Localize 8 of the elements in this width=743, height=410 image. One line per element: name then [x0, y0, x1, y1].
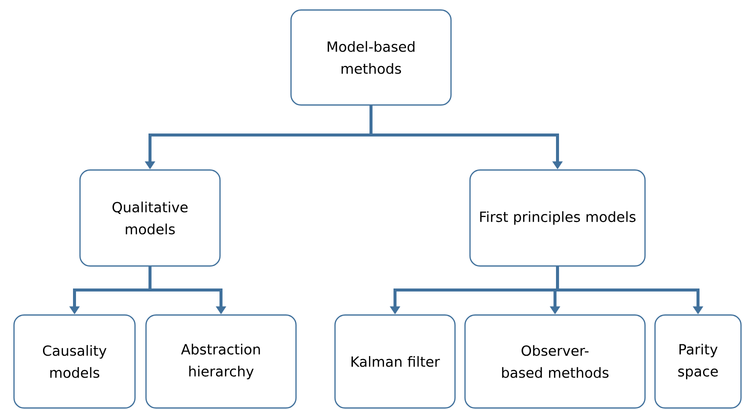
process-box: Observer-based methods — [464, 314, 646, 409]
process-box: First principles models — [469, 169, 646, 267]
process-box: Model-based methods — [290, 9, 452, 106]
process-box: Kalman filter — [334, 314, 456, 409]
process-box: Qualitative models — [79, 169, 221, 267]
process-box: Causality models — [13, 314, 136, 409]
process-box: Abstraction hierarchy — [145, 314, 297, 409]
process-box: Parity space — [654, 314, 742, 409]
